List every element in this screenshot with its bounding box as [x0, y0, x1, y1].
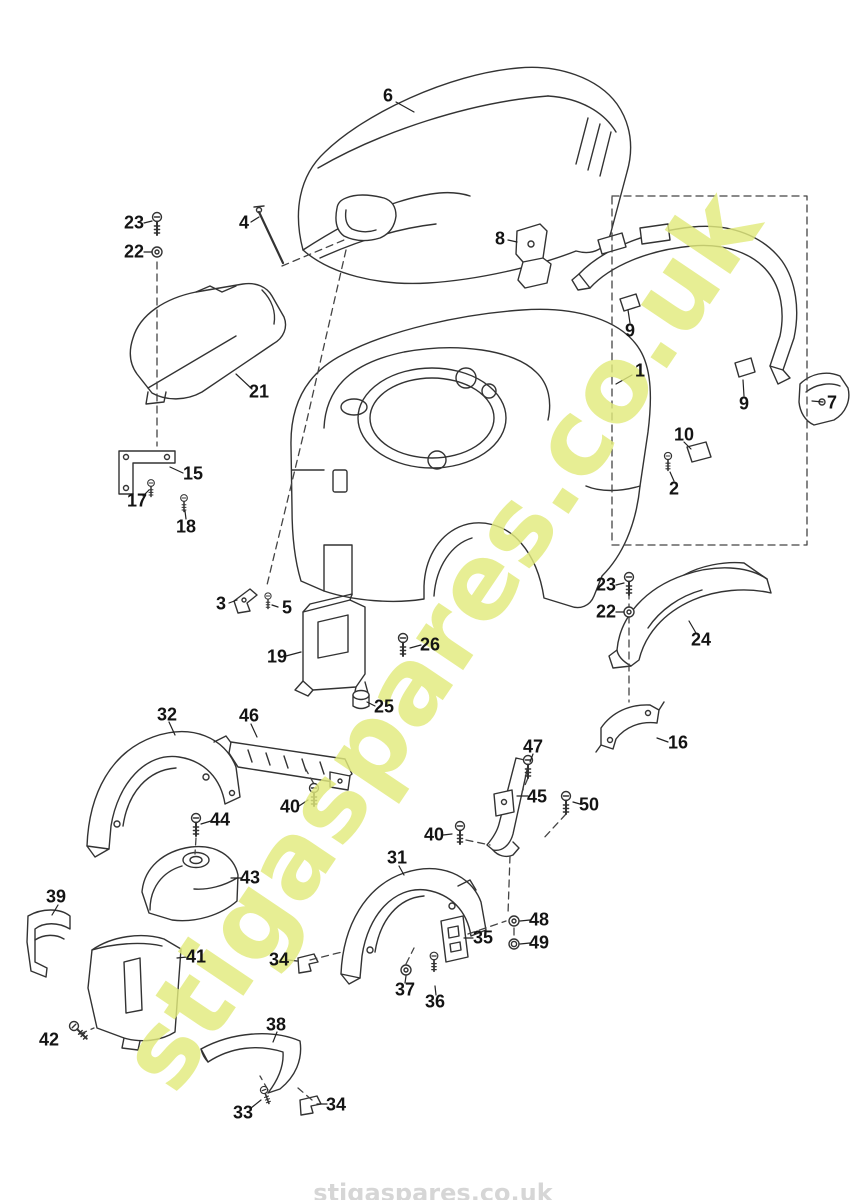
callout-4: 4 — [238, 212, 250, 233]
callout-10: 10 — [673, 424, 695, 445]
part-lever-45 — [486, 757, 530, 858]
callout-9: 9 — [738, 393, 750, 414]
part-grille-46 — [228, 741, 353, 791]
callout-8: 8 — [494, 228, 506, 249]
callout-23: 23 — [123, 212, 145, 233]
callout-34: 34 — [268, 949, 290, 970]
callout-18: 18 — [175, 516, 197, 537]
part-strip-38 — [200, 1033, 302, 1094]
callout-36: 36 — [424, 991, 446, 1012]
callout-17: 17 — [126, 490, 148, 511]
assembly-dashed-lines — [79, 195, 808, 1101]
callout-7: 7 — [826, 392, 838, 413]
part-bracket-7 — [798, 372, 850, 426]
callout-2: 2 — [668, 478, 680, 499]
callout-1: 1 — [634, 360, 646, 381]
callout-19: 19 — [266, 646, 288, 667]
leader-lines — [51, 101, 824, 1109]
part-clip-9b — [734, 357, 756, 378]
callout-49: 49 — [528, 932, 550, 953]
callout-38: 38 — [265, 1014, 287, 1035]
part-left-cover — [129, 282, 287, 405]
callout-35: 35 — [472, 927, 494, 948]
callout-21: 21 — [248, 381, 270, 402]
callout-47: 47 — [522, 736, 544, 757]
callout-46: 46 — [238, 705, 260, 726]
callout-16: 16 — [667, 732, 689, 753]
callout-40: 40 — [279, 796, 301, 817]
callout-32: 32 — [156, 704, 178, 725]
callout-43: 43 — [239, 867, 261, 888]
callout-15: 15 — [182, 463, 204, 484]
part-bracket-39 — [26, 909, 71, 978]
part-fender-32 — [86, 731, 241, 858]
callout-48: 48 — [528, 909, 550, 930]
callout-9: 9 — [624, 320, 636, 341]
part-bushing-25 — [352, 689, 370, 710]
callout-50: 50 — [578, 794, 600, 815]
callout-23: 23 — [595, 574, 617, 595]
callout-24: 24 — [690, 629, 712, 650]
callout-40: 40 — [423, 824, 445, 845]
part-hood — [297, 66, 632, 285]
callout-22: 22 — [595, 601, 617, 622]
part-rear-frame — [571, 223, 798, 385]
callout-39: 39 — [45, 886, 67, 907]
part-bracket-35 — [440, 915, 469, 963]
callout-45: 45 — [526, 786, 548, 807]
callout-26: 26 — [419, 634, 441, 655]
callout-31: 31 — [386, 847, 408, 868]
part-pin-4 — [253, 205, 285, 265]
part-fender-24 — [608, 561, 772, 669]
callout-3: 3 — [215, 593, 227, 614]
part-bracket-15 — [118, 450, 176, 495]
part-clip-34b — [299, 1095, 322, 1116]
part-fender-31 — [340, 868, 487, 985]
part-panel-41 — [87, 934, 182, 1051]
callout-33: 33 — [232, 1102, 254, 1123]
part-body — [290, 308, 652, 609]
part-clip-9a — [619, 293, 641, 312]
part-flag-10 — [686, 441, 712, 463]
callout-34: 34 — [325, 1094, 347, 1115]
callout-25: 25 — [373, 696, 395, 717]
part-bracket-8 — [515, 223, 552, 289]
part-cover-43 — [141, 845, 239, 922]
callout-42: 42 — [38, 1029, 60, 1050]
part-bracket-3 — [233, 588, 258, 614]
callout-6: 6 — [382, 85, 394, 106]
part-bracket-16 — [595, 701, 665, 753]
callout-41: 41 — [185, 946, 207, 967]
callout-22: 22 — [123, 241, 145, 262]
callout-44: 44 — [209, 809, 231, 830]
callout-37: 37 — [394, 979, 416, 1000]
callout-5: 5 — [281, 597, 293, 618]
